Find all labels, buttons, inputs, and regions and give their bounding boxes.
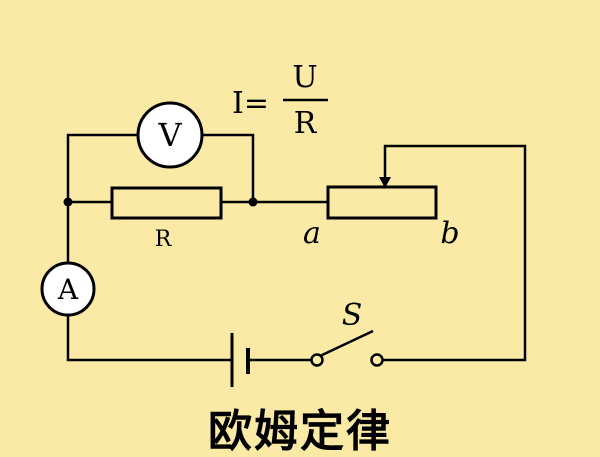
return-wire — [380, 144, 527, 362]
ammeter — [40, 261, 96, 317]
rheostat-end-b-label: b — [440, 216, 459, 251]
switch-contact-left — [310, 353, 324, 367]
switch-label: S — [342, 298, 363, 333]
formula-denominator: R — [294, 106, 318, 141]
page-title: 欧姆定律 — [208, 406, 392, 457]
voltmeter-label: V — [157, 116, 182, 154]
resistor — [110, 186, 223, 220]
voltmeter — [136, 101, 204, 169]
ammeter-label: A — [57, 273, 79, 306]
switch-contact-right — [370, 353, 384, 367]
formula-numerator: U — [292, 60, 317, 95]
ammeter-wire — [66, 200, 234, 362]
rheostat — [326, 185, 438, 220]
junction-left — [63, 197, 73, 207]
rheostat-end-a-label: a — [303, 216, 321, 251]
formula-lhs: I= — [232, 86, 269, 121]
junction-right — [248, 197, 258, 207]
slider-arrow — [379, 177, 391, 188]
voltmeter-wire — [66, 133, 255, 204]
switch-blade — [319, 329, 374, 358]
resistor-label: R — [155, 227, 173, 252]
